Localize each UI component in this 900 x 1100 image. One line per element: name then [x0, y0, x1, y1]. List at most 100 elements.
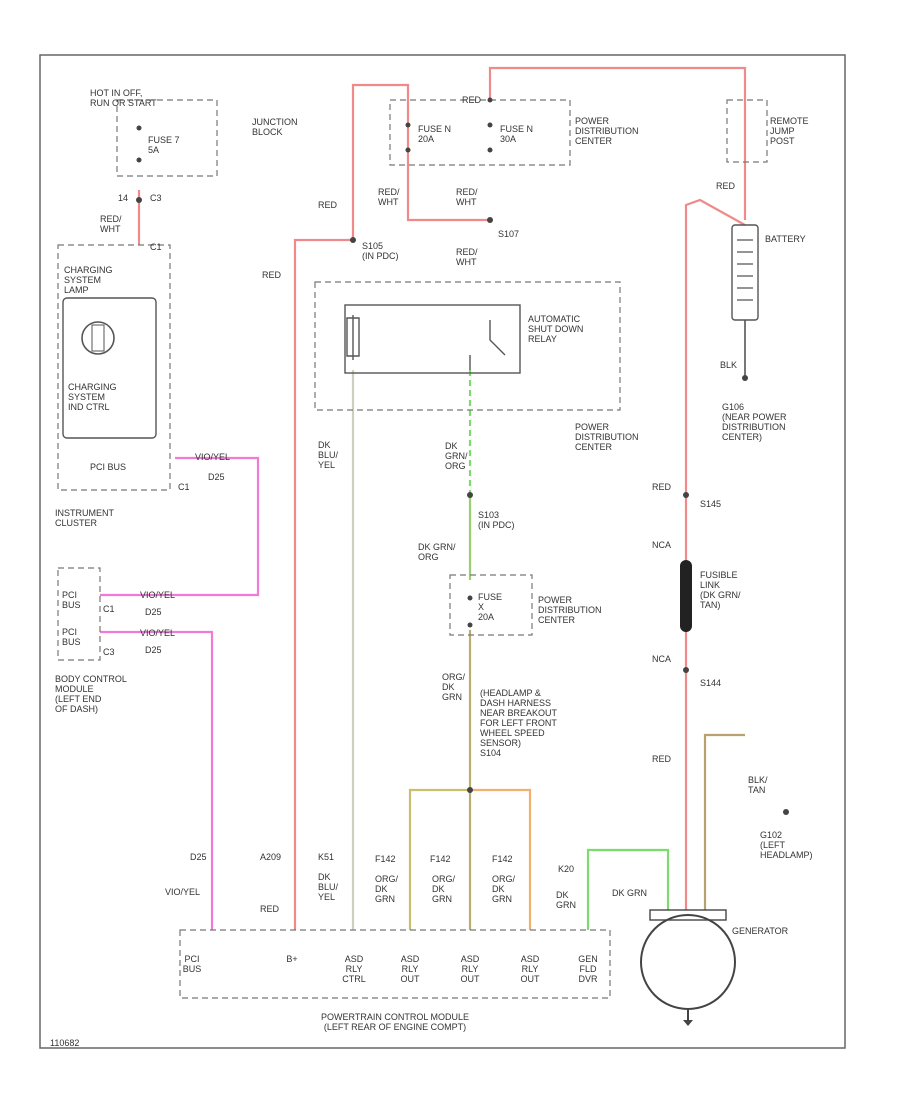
asd-relay-box: [344, 304, 521, 374]
wire-k20-dk-grn: [586, 848, 670, 930]
wire-asd-out-1: [408, 788, 470, 930]
label-dk-grn-2: DK GRN: [612, 888, 647, 898]
label-s105: S105(IN PDC): [362, 241, 399, 261]
wire-vio-yel-bcm: [100, 630, 214, 930]
pdc-relay-box: [314, 281, 621, 411]
label-drawing-no: 110682: [50, 1038, 79, 1048]
label-s145: S145: [700, 499, 721, 509]
label-generator: GENERATOR: [732, 926, 789, 936]
label-pcm: POWERTRAIN CONTROL MODULE(LEFT REAR OF E…: [321, 1012, 469, 1032]
label-vio-yel-3: VIO/YEL: [140, 628, 175, 638]
generator-icon: [640, 914, 736, 1010]
label-c3a: C3: [150, 193, 162, 203]
instrument-cluster-box: [57, 244, 171, 491]
wire-vio-yel-ic: [100, 456, 260, 597]
label-nca-2: NCA: [652, 654, 671, 664]
label-d25-2: D25: [145, 607, 162, 617]
wire-red-top-loop: [488, 66, 747, 220]
generator-ground-icon: [683, 1020, 693, 1026]
label-a209: A209: [260, 852, 281, 862]
label-battery: BATTERY: [765, 234, 806, 244]
label-red-b: RED: [262, 270, 282, 280]
label-wire-14: 14: [118, 193, 128, 203]
battery-cells-icon: [737, 239, 753, 301]
label-vio-yel-2: VIO/YEL: [140, 590, 175, 600]
label-red-batt: RED: [716, 181, 736, 191]
diagram-frame: [39, 54, 846, 1049]
label-red-c: RED: [260, 904, 280, 914]
label-f142-3: F142: [492, 854, 513, 864]
label-pci-bus-ic: PCI BUS: [90, 462, 126, 472]
label-red-wht-1: RED/WHT: [100, 214, 122, 234]
wire-blk-tan: [703, 733, 745, 910]
wire-red-b-plus: [351, 83, 490, 240]
label-d25-1: D25: [208, 472, 225, 482]
label-f142-1: F142: [375, 854, 396, 864]
label-blk-tan: BLK/TAN: [748, 775, 768, 795]
label-c1a: C1: [150, 242, 162, 252]
label-f142-2: F142: [430, 854, 451, 864]
label-red-gen: RED: [652, 754, 672, 764]
label-red-s145: RED: [652, 482, 672, 492]
label-d25-3: D25: [145, 645, 162, 655]
label-blk: BLK: [720, 360, 737, 370]
pdc-fuse-n-box: [389, 99, 571, 166]
wire-asd-out-3: [470, 788, 532, 930]
label-red-wht-2: RED/WHT: [378, 187, 400, 207]
label-s103: S103(IN PDC): [478, 510, 515, 530]
label-c3b: C3: [103, 647, 115, 657]
charging-lamp-bulb-icon: [81, 321, 115, 355]
label-s107: S107: [498, 229, 519, 239]
label-nca-1: NCA: [652, 540, 671, 550]
pdc-fuse-x-box: [449, 574, 533, 636]
label-red-wht-4: RED/WHT: [456, 247, 478, 267]
label-vio-yel-4: VIO/YEL: [165, 887, 200, 897]
label-dk-grn-org-2: DK GRN/ORG: [418, 542, 456, 562]
bcm-box: [57, 567, 101, 661]
pcm-pin-label: B+: [286, 954, 297, 964]
relay-coil-icon: [346, 315, 360, 360]
label-s144: S144: [700, 678, 721, 688]
junction-block-box: [116, 99, 218, 177]
generator-terminals: [649, 909, 727, 921]
wire-red-generator: [684, 198, 746, 560]
splice-dots: [136, 97, 789, 815]
label-hot-run-start: HOT IN OFF,RUN OR START: [90, 88, 157, 108]
relay-switch-icon: [469, 320, 506, 370]
battery-icon: [731, 224, 759, 321]
label-vio-yel-1: VIO/YEL: [195, 452, 230, 462]
charging-lamp-housing: [62, 297, 157, 439]
label-c1b: C1: [178, 482, 190, 492]
